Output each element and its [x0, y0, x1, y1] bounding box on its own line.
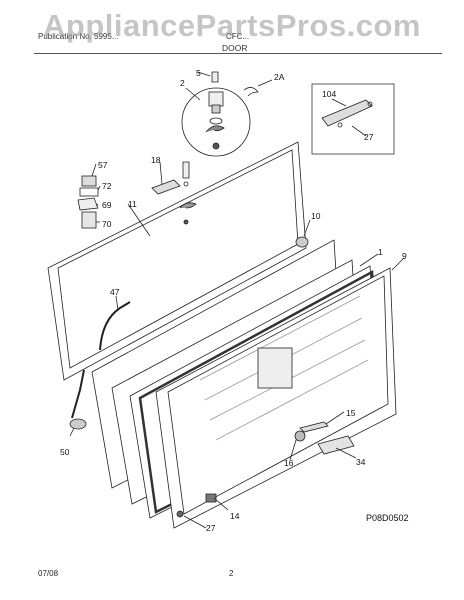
part-label-18: 18	[151, 155, 161, 165]
section-title: DOOR	[222, 43, 248, 53]
part-label-2: 2	[180, 78, 185, 88]
part-label-15: 15	[346, 408, 356, 418]
footer-date: 07/08	[38, 569, 59, 578]
publication-text: Publication No. 5995...	[38, 32, 119, 41]
model-text: CFC...	[226, 32, 250, 41]
header-rule	[34, 53, 442, 54]
part-label-104: 104	[322, 89, 337, 99]
footer-page: 2	[229, 569, 234, 578]
part-label-47: 47	[110, 287, 120, 297]
door-outer-panel	[155, 267, 397, 529]
part-label-11: 11	[128, 199, 137, 209]
watermark: AppliancePartsPros.com	[43, 8, 421, 43]
part-label-69: 69	[102, 200, 112, 210]
hinge-bracket	[321, 99, 373, 127]
part-label-27-inset: 27	[364, 132, 374, 142]
part-label-14: 14	[230, 511, 240, 521]
inner-liner-frame	[47, 141, 307, 381]
part-label-9: 9	[402, 251, 407, 261]
part-label-57: 57	[98, 160, 108, 170]
part-label-27: 27	[206, 523, 216, 533]
part-label-1: 1	[378, 247, 383, 257]
part-label-72: 72	[102, 181, 112, 191]
detail-circle	[181, 87, 251, 157]
part-label-2a: 2A	[274, 72, 285, 82]
part-label-10: 10	[311, 211, 321, 221]
part-label-50: 50	[60, 447, 70, 457]
part-label-34: 34	[356, 457, 366, 467]
part-label-5: 5	[196, 68, 201, 78]
diagram-code: P08D0502	[366, 513, 409, 523]
part-label-70: 70	[102, 219, 112, 229]
inset-box	[311, 83, 395, 155]
part-label-16: 16	[284, 458, 294, 468]
